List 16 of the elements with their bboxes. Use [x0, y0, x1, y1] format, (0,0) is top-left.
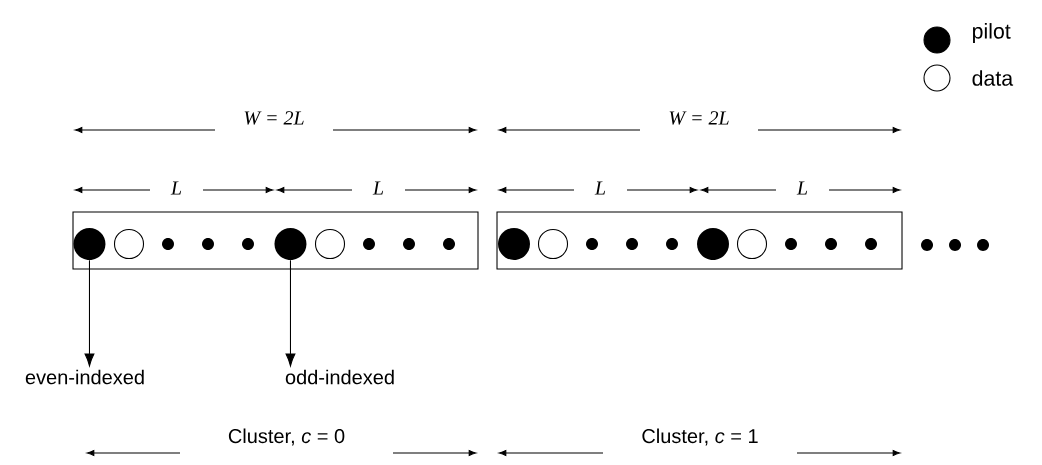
- arrow: [84, 259, 95, 367]
- dimension-label: W = 2L: [669, 111, 729, 125]
- legend-label: data: [972, 70, 1014, 86]
- dimension-label: L: [170, 181, 182, 195]
- pilot-circle: [73, 228, 106, 260]
- node-label: odd-indexed: [285, 369, 394, 385]
- cluster-box: [496, 211, 903, 270]
- cluster-box: [72, 211, 479, 270]
- legend-label: pilot: [973, 23, 1011, 43]
- dimension-label: L: [372, 181, 384, 195]
- dimension-label: Cluster, c = 1: [642, 428, 758, 446]
- arrow: [285, 259, 296, 367]
- node-label: even-indexed: [25, 369, 144, 385]
- dimension-label: W = 2L: [244, 111, 304, 125]
- pilot-circle: [274, 228, 307, 260]
- dimension-label: Cluster, c = 0: [228, 428, 345, 446]
